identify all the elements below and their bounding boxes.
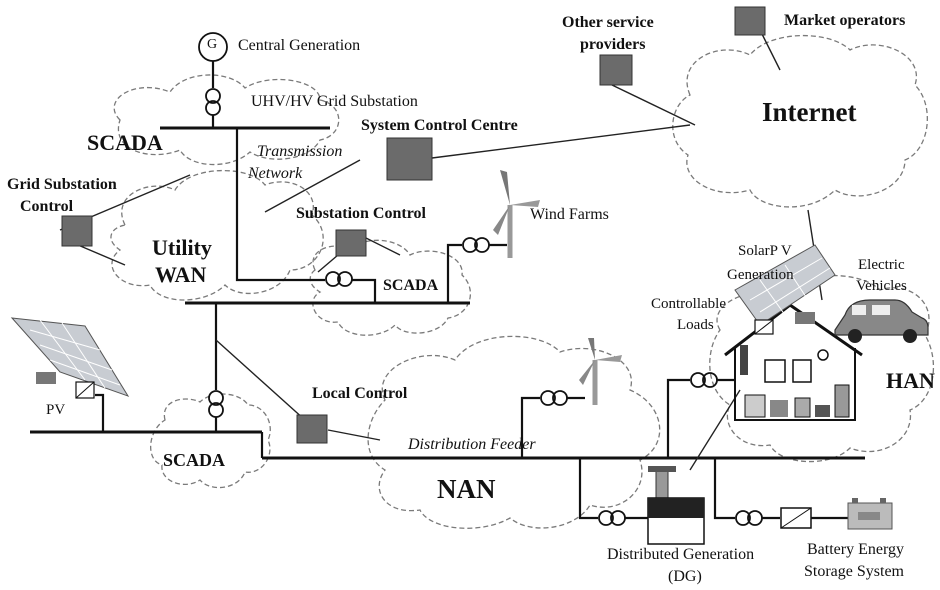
cloud-utility-wan <box>110 169 324 301</box>
distributed-generation-label-2: (DG) <box>668 568 702 585</box>
controllable-loads-label-2: Loads <box>677 317 714 333</box>
grid-substation-control-label-2: Control <box>20 198 74 215</box>
battery-feed <box>713 458 735 520</box>
transformer-dg <box>598 510 626 526</box>
nan-label: NAN <box>437 474 496 504</box>
wind-turbine-top-icon <box>493 170 540 258</box>
uhv-substation-label: UHV/HV Grid Substation <box>251 93 418 110</box>
link-scc-internet <box>431 124 691 159</box>
transmission-label-2: Network <box>248 165 303 182</box>
grid-substation-control-node <box>61 215 93 247</box>
link-market-internet <box>759 29 781 71</box>
nan-wind-feed <box>520 396 540 458</box>
link-substation-a <box>317 254 339 273</box>
han-label: HAN <box>886 368 935 393</box>
transmission-line <box>235 128 325 282</box>
solar-pv-label-2: Generation <box>727 267 794 283</box>
mid-tx-drop <box>352 278 377 302</box>
inverter-battery <box>780 507 812 529</box>
battery-label-2: Storage System <box>804 563 904 580</box>
electric-vehicles-label-1: Electric <box>858 257 905 273</box>
solar-pv-label-1: SolarP V <box>738 243 792 259</box>
wind-turbine-nan-icon <box>579 338 622 405</box>
dg-feed <box>578 458 598 520</box>
utility-wan-label-1: Utility <box>152 235 212 260</box>
link-han-feeder <box>689 389 741 471</box>
distributed-generation-label-1: Distributed Generation <box>607 546 755 563</box>
electric-vehicles-label-2: Vehicles <box>856 278 907 294</box>
market-operators-label: Market operators <box>784 12 906 29</box>
transformer-nan-wind <box>540 390 568 406</box>
transformer-mid <box>325 271 353 287</box>
internet-label: Internet <box>762 97 857 127</box>
transformer-top <box>205 88 221 116</box>
other-service-providers-label-2: providers <box>580 36 646 53</box>
distribution-feeder-label: Distribution Feeder <box>408 436 536 453</box>
system-control-centre-label: System Control Centre <box>361 117 518 134</box>
pv-panel-icon <box>10 317 130 399</box>
link-osp-internet <box>611 84 696 126</box>
transformer-battery <box>735 510 763 526</box>
other-service-providers-label-1: Other service <box>562 14 654 31</box>
cloud-bottom-scada <box>150 393 271 489</box>
link-local-control-a <box>215 339 306 421</box>
link-wan-scc <box>264 159 361 213</box>
solar-pv-roof-icon <box>734 244 836 335</box>
link-substation-b <box>365 237 401 256</box>
controllable-loads-label-1: Controllable <box>651 296 726 312</box>
battery-icon <box>847 498 893 530</box>
scada-bottom-label: SCADA <box>163 450 226 470</box>
electric-vehicle-icon <box>834 299 929 343</box>
cloud-top-scada <box>113 74 340 166</box>
cloud-internet <box>672 34 928 208</box>
cloud-nan <box>367 335 661 529</box>
han-feed <box>666 378 690 458</box>
local-control-node <box>296 414 328 444</box>
pv-label: PV <box>46 402 66 418</box>
market-operators-node <box>734 6 766 36</box>
battery-label-1: Battery Energy <box>807 541 905 558</box>
wind-feed <box>446 243 462 303</box>
scada-top-label: SCADA <box>87 130 163 155</box>
other-service-providers-node <box>599 54 633 86</box>
transformer-han <box>690 372 718 388</box>
transformer-dist <box>208 390 224 418</box>
link-grid-control-wan <box>77 244 126 266</box>
generator-symbol-label: G <box>207 37 218 52</box>
system-control-centre-node <box>386 137 433 181</box>
grid-substation-control-label-1: Grid Substation <box>7 176 117 193</box>
substation-control-node <box>335 229 367 257</box>
link-local-control-b <box>327 429 381 441</box>
scada-mid-label: SCADA <box>383 277 439 294</box>
wind-farms-label: Wind Farms <box>530 206 609 223</box>
central-generation-label: Central Generation <box>238 37 361 54</box>
substation-control-label: Substation Control <box>296 205 426 222</box>
house-icon <box>724 303 863 421</box>
distributed-generation-icon <box>647 466 705 545</box>
transmission-label-1: Transmission <box>257 143 343 160</box>
transformer-wind <box>462 237 490 253</box>
pv-line <box>95 393 105 432</box>
local-control-label: Local Control <box>312 385 408 402</box>
utility-wan-label-2: WAN <box>155 262 207 287</box>
